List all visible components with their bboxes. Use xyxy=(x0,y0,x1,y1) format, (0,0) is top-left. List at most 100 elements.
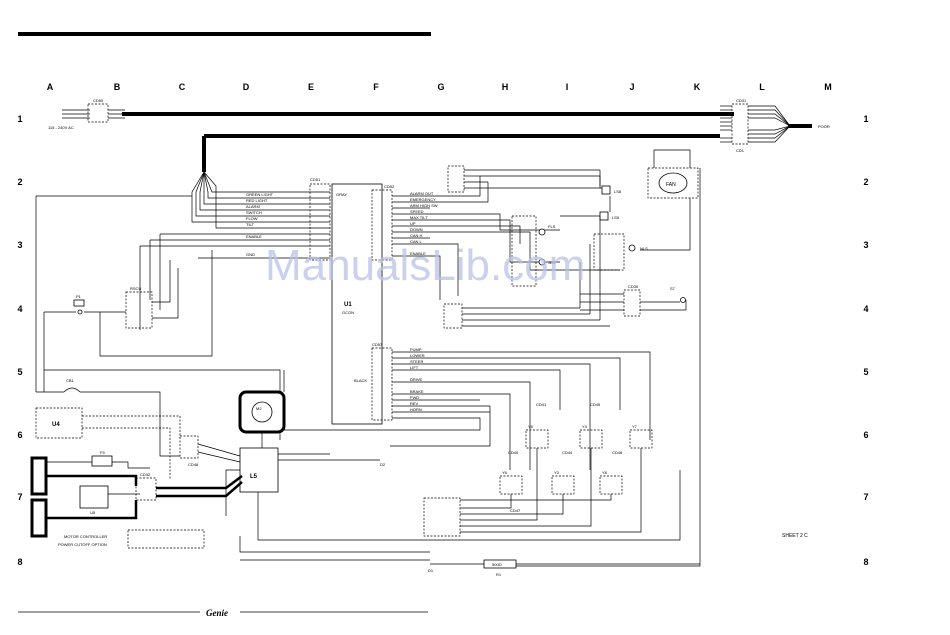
u5-label: U5 xyxy=(90,510,96,515)
col-label: K xyxy=(694,82,701,92)
rscu-label: RSCU xyxy=(130,286,141,291)
power-cutoff-label: POWER CUTOFF OPTION xyxy=(58,542,107,547)
f5-fuse-icon xyxy=(91,455,113,467)
rscu-connector xyxy=(125,291,153,329)
u1-controller xyxy=(331,183,383,425)
y3-coil xyxy=(551,475,575,495)
u4-module: U4 xyxy=(35,407,181,480)
col-label: E xyxy=(308,82,314,92)
signal-label: ARM HIGH SW xyxy=(410,203,438,208)
buzzer-icon xyxy=(599,211,609,221)
cd53-label: CD53 xyxy=(372,342,383,347)
cd31-label: CD31 xyxy=(736,98,747,103)
cd31-wires xyxy=(720,105,791,143)
s7-switch-icon xyxy=(680,297,686,303)
u1-black-label: BLACK xyxy=(354,378,367,383)
horn-label: LS8 xyxy=(614,189,622,194)
row-label: 4 xyxy=(17,304,22,314)
valve-coils: Y5 CD41 Y4 CD45 Y7 Y6 CD40 Y3 CD44 Y8 CD… xyxy=(423,402,653,537)
signal-label: STEER xyxy=(410,359,423,364)
y5-coil xyxy=(525,429,549,449)
y7-coil xyxy=(629,429,653,449)
signal-label: TILT xyxy=(246,222,254,227)
row-label: 6 xyxy=(17,430,22,440)
y4-coil xyxy=(579,429,603,449)
signal-label: ENABLE xyxy=(246,234,262,239)
col-label: I xyxy=(566,82,569,92)
signal-label: ALARM OUT xyxy=(410,191,434,196)
signal-label: MAX TILT xyxy=(410,215,428,220)
cd4-label: CD32 xyxy=(140,472,151,477)
watermark: ManualsLib.com xyxy=(265,241,585,290)
u1-sub-label: GCON xyxy=(342,310,354,315)
column-labels: A B C D E F G H I J K L M xyxy=(47,82,832,92)
top-right-switches: LS8 LS9 FLS JLG NLS xyxy=(447,165,648,287)
m2-motor-icon xyxy=(251,401,273,423)
supply-voltage-label: 115 - 240V AC xyxy=(48,125,74,130)
cd53-signals: PUMP LOWER STEER LIFT DRIVE BRAKE FWD RE… xyxy=(280,347,651,470)
motor-controller: M2 L5 CD48 D2 xyxy=(179,370,681,541)
signal-label: PUMP xyxy=(410,347,422,352)
r1-label: R1 xyxy=(496,572,502,577)
signal-label: EMERGENCY xyxy=(410,197,436,202)
cd45-label: CD45 xyxy=(590,402,601,407)
r1-value: 500Ω xyxy=(492,562,502,567)
fan: FAN xyxy=(500,149,701,567)
signal-label: HORN xyxy=(410,407,422,412)
d1-label: D1 xyxy=(428,568,434,573)
col-label: A xyxy=(47,82,54,92)
signal-label: RED LIGHT xyxy=(246,198,268,203)
cd51-label: CD51 xyxy=(310,177,321,182)
cd41-label: CD41 xyxy=(536,402,547,407)
signal-label: ALARM xyxy=(246,204,260,209)
signal-label: ENABLE xyxy=(410,251,426,256)
header-rule xyxy=(18,32,431,36)
l5-controller xyxy=(239,447,279,493)
m2-label: M2 xyxy=(256,406,262,411)
y8-coil xyxy=(599,475,623,495)
cd4-connector xyxy=(135,477,157,501)
u1-label: U1 xyxy=(344,302,352,308)
p1-switch-icon xyxy=(73,299,85,307)
signal-label: DOWN xyxy=(410,227,423,232)
cd30-label: CD30 xyxy=(628,284,639,289)
col-label: C xyxy=(179,82,186,92)
cd50-label: CD50 xyxy=(93,98,104,103)
cd30-s7: CD30 S7 xyxy=(580,284,687,317)
row-label: 1 xyxy=(863,114,868,124)
col-label: G xyxy=(437,82,444,92)
cd52-connector xyxy=(371,189,393,261)
d2-label: D2 xyxy=(380,462,386,467)
fan-enclosure xyxy=(647,167,699,199)
sheet-label: SHEET 2 C xyxy=(782,533,808,539)
cd30-connector xyxy=(623,289,641,317)
mid-connector-stack xyxy=(443,216,610,329)
jlg-label: JLG xyxy=(548,260,555,265)
p1-label: P1 xyxy=(76,294,82,299)
cd1-label: CD1 xyxy=(736,148,745,153)
row-label: 1 xyxy=(17,114,22,124)
row-label: 5 xyxy=(17,367,22,377)
cd48-label: CD48 xyxy=(188,462,199,467)
row-label: 7 xyxy=(863,492,868,502)
row-label: 4 xyxy=(863,304,868,314)
s7-label: S7 xyxy=(670,286,676,291)
row-label: 8 xyxy=(17,557,22,567)
col-label: M xyxy=(824,82,832,92)
cd53-connector xyxy=(371,347,393,421)
u4-label: U4 xyxy=(52,422,60,428)
fan-label: FAN xyxy=(666,182,676,188)
y5-label: Y5 xyxy=(528,424,534,429)
col-label: B xyxy=(114,82,121,92)
cd48-connector xyxy=(179,435,199,459)
y4-label: Y4 xyxy=(582,424,588,429)
fan-icon xyxy=(658,172,688,194)
motor-controller-label: MOTOR CONTROLLER xyxy=(64,534,107,539)
col-label: J xyxy=(629,82,634,92)
row-label: 6 xyxy=(863,430,868,440)
cd51-connector xyxy=(309,183,331,261)
f5-label: F5 xyxy=(100,450,105,455)
u1-gray-label: GRAY xyxy=(336,192,347,197)
signal-label: CAN L xyxy=(410,239,423,244)
